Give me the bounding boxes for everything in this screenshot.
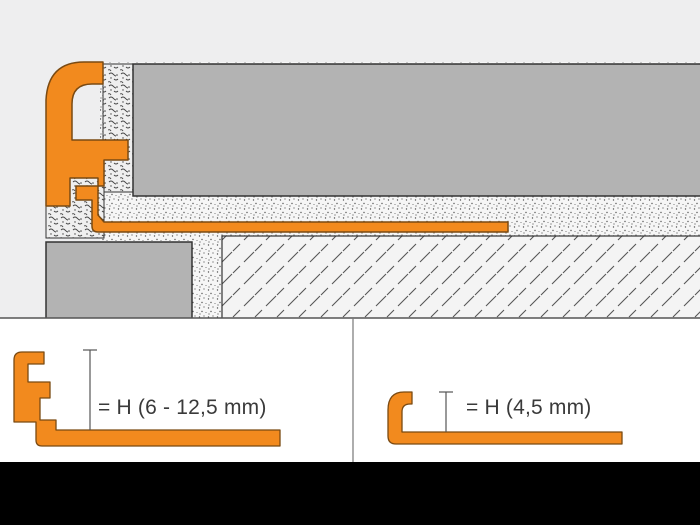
substrate [221,235,700,321]
height-label-right: = H (4,5 mm) [466,396,592,419]
profile-icon-short [387,391,623,445]
edge-profile-section [45,61,509,233]
mortar-fill-top [102,63,134,193]
profile-icon-tall [13,351,281,447]
lower-tile [45,241,193,323]
bottom-band [0,462,700,525]
top-tile [132,63,700,197]
height-label-left: = H (6 - 12,5 mm) [98,396,267,419]
